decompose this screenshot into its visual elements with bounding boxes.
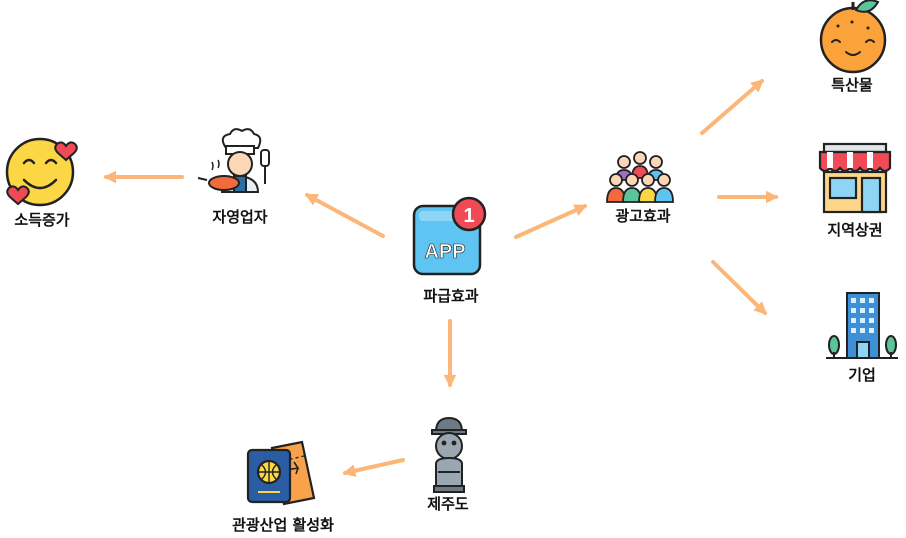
label-income: 소득증가 — [14, 211, 70, 229]
label-jeju: 제주도 — [427, 495, 469, 513]
building-icon — [826, 292, 898, 359]
passport-ticket-icon — [246, 440, 316, 506]
label-local-shops: 지역상권 — [827, 221, 883, 239]
app-icon: APP 1 — [412, 196, 487, 276]
arrow-advertising-to-company — [711, 260, 767, 315]
app-icon-text: APP — [424, 241, 465, 263]
store-icon — [818, 142, 892, 214]
notification-badge: 1 — [451, 196, 487, 232]
label-specialty: 특산물 — [831, 76, 873, 94]
label-advertising: 광고효과 — [615, 207, 671, 225]
crowd-icon — [606, 151, 674, 203]
chef-icon — [197, 128, 270, 193]
arrow-center-to-self-employed — [304, 193, 385, 238]
arrow-advertising-to-specialty — [700, 79, 764, 135]
tangerine-icon — [819, 0, 887, 74]
arrow-center-to-advertising — [514, 204, 588, 239]
notification-badge-count: 1 — [463, 205, 474, 227]
label-self-employed: 자영업자 — [212, 208, 268, 226]
label-tourism: 관광산업 활성화 — [232, 516, 334, 534]
label-center: 파급효과 — [423, 287, 479, 305]
label-company: 기업 — [848, 366, 876, 384]
arrow-jeju-to-tourism — [342, 458, 405, 478]
smiley-hearts-icon — [5, 137, 78, 207]
dol-hareubang-icon — [431, 416, 467, 493]
